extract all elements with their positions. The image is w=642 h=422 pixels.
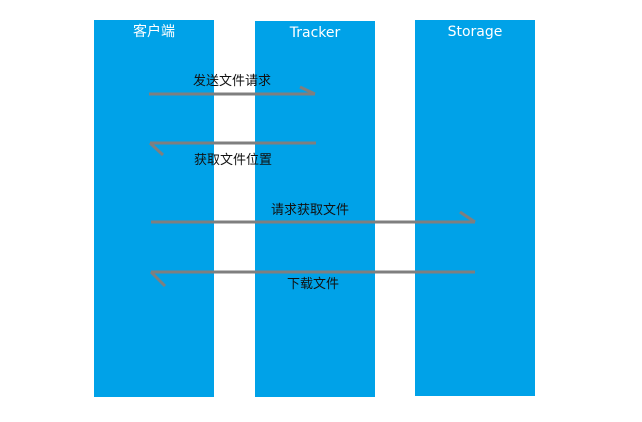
lane-title-client: 客户端 <box>133 24 175 40</box>
message-label-download-file: 下载文件 <box>287 277 340 292</box>
lane-tracker: Tracker <box>255 21 375 397</box>
lane-storage: Storage <box>415 20 535 396</box>
message-label-get-location: 获取文件位置 <box>194 153 273 168</box>
lane-title-storage: Storage <box>447 24 503 40</box>
arrow-download-file <box>149 270 475 288</box>
arrow-request-file <box>151 210 476 224</box>
lane-title-tracker: Tracker <box>289 25 341 41</box>
message-label-send-request: 发送文件请求 <box>193 74 272 89</box>
arrow-send-request <box>149 85 316 96</box>
lane-client: 客户端 <box>94 20 214 397</box>
message-label-request-file: 请求获取文件 <box>271 203 350 218</box>
arrow-get-location <box>148 141 316 157</box>
